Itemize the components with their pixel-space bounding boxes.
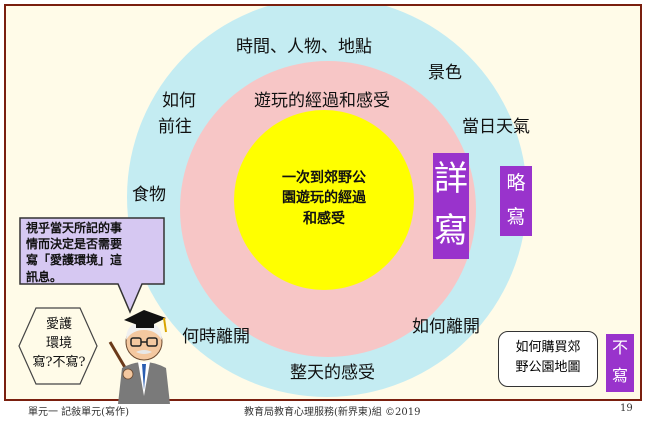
brief-char-1: 略 [506,172,526,194]
no-write-char-1: 不 [611,338,628,357]
label-how-go-1: 如何 [162,91,196,111]
footer-unit: 單元一 記敍單元(寫作) [28,407,129,418]
hexagon-shape [18,307,98,385]
bubble-line-4: 訊息。 [26,269,63,284]
center-line-1: 一次到郊野公 [282,170,366,186]
hex-line-3: 寫?不寫? [32,354,86,370]
detail-char-1: 詳 [434,159,468,199]
label-process-feelings: 遊玩的經過和感受 [254,91,390,111]
center-line-3: 和感受 [303,210,345,227]
label-whole-day: 整天的感受 [290,363,375,383]
teacher-icon [108,310,170,404]
hex-line-2: 環境 [45,335,72,351]
label-how-go-2: 前往 [158,117,192,137]
speech-bubble [19,217,165,314]
detail-write-label: 詳 寫 [433,153,469,259]
inner-circle [234,110,414,290]
diagram-area [6,6,640,399]
detail-char-2: 寫 [434,211,468,251]
hexagon-text: 愛護 環境 寫?不寫? [22,316,96,373]
bubble-line-2: 情而決定是否需要 [26,237,123,252]
label-how-leave: 如何離開 [412,317,480,337]
label-food: 食物 [132,185,166,205]
center-line-2: 園遊玩的經過 [282,190,366,207]
no-write-label: 不 寫 [606,334,634,392]
label-when-leave: 何時離開 [182,327,250,347]
center-topic: 一次到郊野公 園遊玩的經過 和感受 [250,168,398,229]
bubble-line-3: 寫「愛護環境」這 [26,253,123,268]
speech-bubble-text: 視乎當天所記的事 情而決定是否需要 寫「愛護環境」這 訊息。 [26,220,144,285]
map-line-1: 如何購買郊 [515,340,581,355]
brief-char-2: 寫 [506,206,526,228]
bubble-line-1: 視乎當天所記的事 [26,221,123,235]
map-line-2: 野公園地圖 [515,359,581,375]
label-weather: 當日天氣 [462,117,530,137]
map-purchase-box: 如何購買郊 野公園地圖 [498,331,598,387]
label-time-people-place: 時間、人物、地點 [236,37,372,57]
footer-org: 教育局教育心理服務(新界東)組 ©2019 [244,407,421,418]
no-write-char-2: 寫 [611,366,628,385]
brief-write-label: 略 寫 [500,166,532,236]
hex-line-1: 愛護 [45,317,72,332]
footer-page-number: 19 [620,403,633,414]
label-scenery: 景色 [428,63,462,83]
